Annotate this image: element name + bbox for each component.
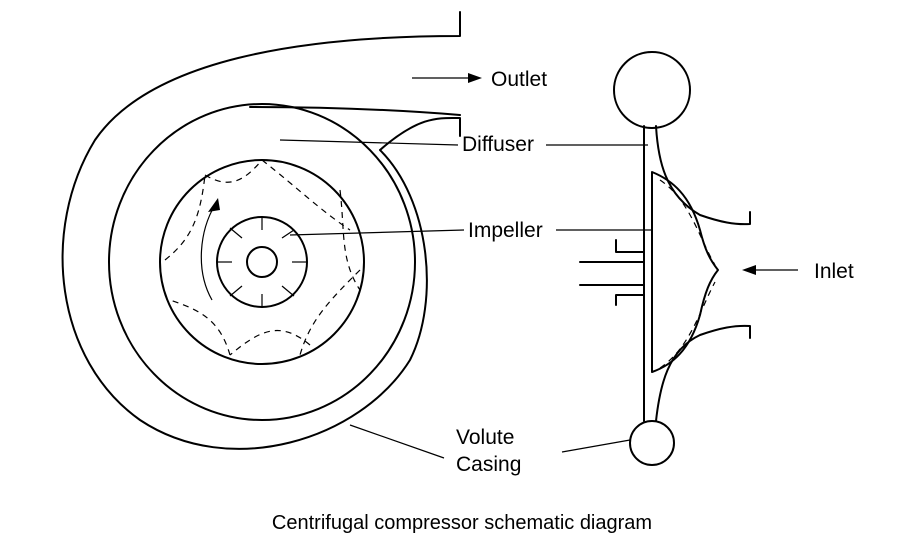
side-view xyxy=(579,51,751,466)
label-volute-line1: Volute xyxy=(456,426,514,449)
labels: Outlet Diffuser Impeller Inlet Volute Ca… xyxy=(272,68,854,534)
shaft xyxy=(579,261,645,286)
volute-outer-casing xyxy=(61,11,461,450)
diagram-caption: Centrifugal compressor schematic diagram xyxy=(272,512,652,534)
inlet-arrowhead xyxy=(742,265,756,275)
diffuser-leader-left xyxy=(279,139,459,146)
diffuser-outer-ring xyxy=(108,103,416,421)
volute-leader-right xyxy=(561,439,631,453)
label-outlet: Outlet xyxy=(491,68,547,91)
outlet-arrowhead xyxy=(468,73,482,83)
volute-top-section xyxy=(613,51,691,129)
impeller-blades xyxy=(218,217,306,306)
impeller-side-vane xyxy=(659,179,716,266)
label-volute-line2: Casing xyxy=(456,453,521,476)
diffuser-wall-right-top xyxy=(655,125,751,226)
shaft-bearing xyxy=(615,239,645,306)
label-diffuser: Diffuser xyxy=(462,133,534,156)
volute-bottom-section xyxy=(629,420,675,466)
rotation-arrow xyxy=(200,204,216,301)
volute-leader-left xyxy=(349,424,445,459)
impeller-leader-left xyxy=(289,229,465,236)
rotation-arrowhead xyxy=(208,198,220,212)
impeller-side-vane-2 xyxy=(659,281,716,369)
label-inlet: Inlet xyxy=(814,260,854,283)
impeller-shaft xyxy=(246,246,278,278)
front-view xyxy=(61,11,461,450)
impeller-vanes-dashed xyxy=(164,159,361,356)
diffuser-wall-right-bottom xyxy=(655,324,751,422)
callouts xyxy=(279,73,798,459)
label-impeller: Impeller xyxy=(468,219,543,242)
outlet-duct-lower-wall xyxy=(249,106,461,116)
impeller-side-profile xyxy=(651,171,719,373)
